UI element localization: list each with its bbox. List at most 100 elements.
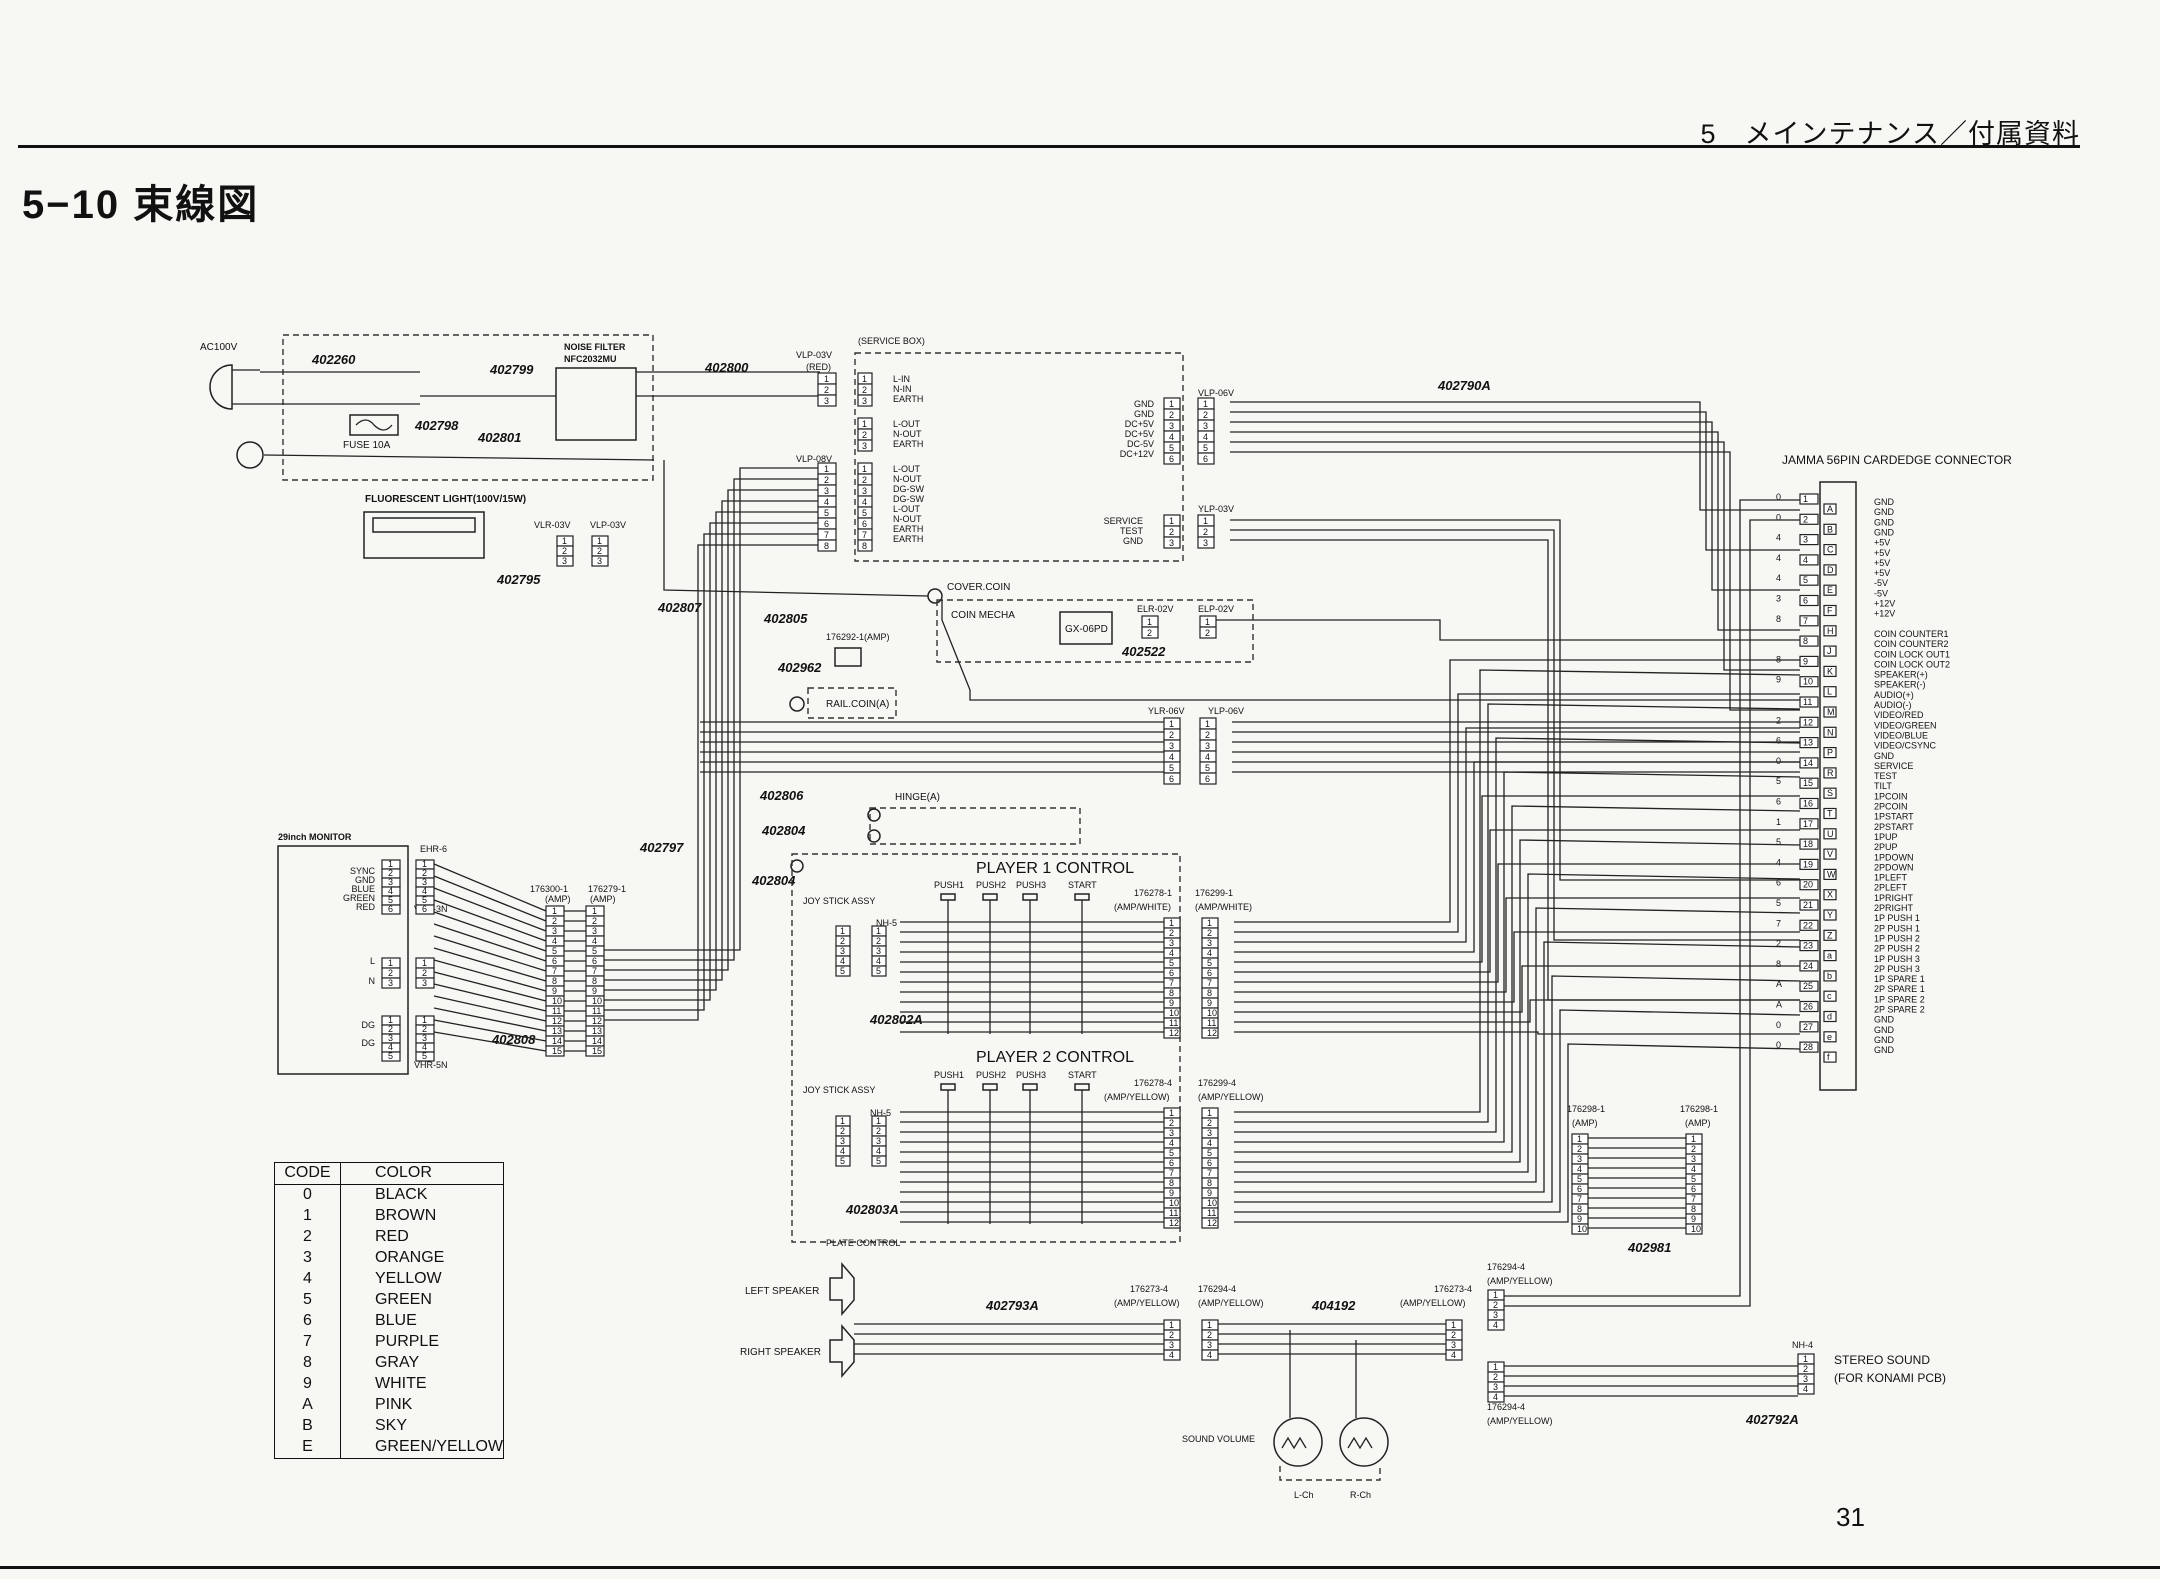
jamma-pin-26: 26 — [1803, 1002, 1813, 1012]
svg-text:6: 6 — [824, 519, 829, 529]
svg-text:4: 4 — [422, 1042, 427, 1052]
svg-text:3: 3 — [1203, 538, 1208, 548]
jamma-pin-a: a — [1827, 951, 1832, 961]
dc-1: GND — [1134, 409, 1155, 419]
svg-text:3: 3 — [388, 978, 393, 988]
svc-g2-0: L-OUT — [893, 419, 921, 429]
ampyellow-e: (AMP/YELLOW) — [1400, 1298, 1466, 1308]
noise-filter-box — [555, 367, 637, 441]
mon-p3-0: DG — [362, 1020, 376, 1030]
svg-text:4: 4 — [1207, 1138, 1212, 1148]
joy-label-1: JOY STICK ASSY — [803, 896, 875, 906]
jamma-wire-16: 6 — [1776, 797, 1781, 807]
coin-section: 402807 COVER.COIN COIN MECHA GX-06PD ELR… — [657, 582, 1254, 888]
jamma-signal-24: VIDEO/CSYNC — [1874, 741, 1937, 751]
svg-text:3: 3 — [840, 946, 845, 956]
svg-text:2: 2 — [1203, 527, 1208, 537]
p2-btns-label-0: PUSH1 — [934, 1070, 964, 1080]
hinge-box — [869, 807, 1081, 845]
svg-text:6: 6 — [552, 956, 557, 966]
svg-text:1: 1 — [1803, 1354, 1808, 1364]
svg-text:4: 4 — [1451, 1350, 1456, 1360]
svg-text:6: 6 — [388, 904, 393, 914]
jamma-pin-F: F — [1827, 606, 1833, 616]
jamma-signal-41: 1P PUSH 1 — [1874, 913, 1920, 923]
legend-code: 7 — [274, 1332, 341, 1353]
svg-text:11: 11 — [592, 1006, 601, 1016]
jamma-signal-27: TEST — [1874, 771, 1898, 781]
svg-text:9: 9 — [1691, 1214, 1696, 1224]
mon-p2-1: N — [369, 976, 376, 986]
svg-text:3: 3 — [1169, 421, 1174, 431]
monitor-pins-b: 123 — [381, 957, 401, 989]
pn-402260: 402260 — [311, 352, 356, 367]
svg-text:9: 9 — [592, 986, 597, 996]
svc-mid-connector: 123 — [857, 417, 873, 452]
svg-text:3: 3 — [1169, 1340, 1174, 1350]
pn-402797: 402797 — [639, 840, 684, 855]
svg-text:4: 4 — [422, 886, 427, 896]
jamma-pin-b: b — [1827, 971, 1832, 981]
svc-g3-0: L-OUT — [893, 464, 921, 474]
vlr03v-connector: 123 — [556, 535, 574, 567]
svg-text:3: 3 — [562, 556, 567, 566]
svg-text:4: 4 — [1691, 1164, 1696, 1174]
pn-402800: 402800 — [704, 360, 749, 375]
c176299-label: 176299-1 — [1195, 888, 1233, 898]
jamma-wire-23: 2 — [1776, 939, 1781, 949]
jamma-pin-28: 28 — [1803, 1042, 1813, 1052]
jamma-wire-19: 4 — [1776, 857, 1781, 867]
svg-text:4: 4 — [388, 1042, 393, 1052]
svg-text:8: 8 — [1169, 1178, 1174, 1188]
svg-text:1: 1 — [1147, 617, 1152, 627]
svg-text:4: 4 — [1803, 1384, 1808, 1394]
pn-402799: 402799 — [489, 362, 534, 377]
ylp03v-connector: 123 — [1197, 514, 1215, 549]
svg-text:15: 15 — [592, 1046, 602, 1056]
svg-text:1: 1 — [1169, 516, 1174, 526]
jamma-signal-6: +5V — [1874, 558, 1890, 568]
svg-text:11: 11 — [1207, 1208, 1216, 1218]
svg-text:4: 4 — [1169, 1138, 1174, 1148]
svg-text:4: 4 — [1205, 752, 1210, 762]
elp02v-connector: 12 — [1199, 615, 1217, 639]
svg-text:10: 10 — [592, 996, 602, 1006]
jamma-pin-W: W — [1827, 869, 1836, 879]
mon-p1-2: BLUE — [351, 884, 375, 894]
svg-text:3: 3 — [552, 926, 557, 936]
dc-5: DC+12V — [1120, 449, 1154, 459]
svg-text:5: 5 — [1203, 443, 1208, 453]
svg-text:2: 2 — [840, 936, 845, 946]
svg-text:3: 3 — [1169, 1128, 1174, 1138]
jamma-pin-2: 2 — [1803, 514, 1808, 524]
svg-text:1: 1 — [597, 536, 602, 546]
jamma-signal-49: 1P SPARE 2 — [1874, 994, 1925, 1004]
jamma-pin-25: 25 — [1803, 981, 1813, 991]
jamma-signal-26: SERVICE — [1874, 761, 1913, 771]
svg-text:4: 4 — [592, 936, 597, 946]
fuse-icon — [349, 414, 399, 436]
svg-text:4: 4 — [876, 956, 881, 966]
power-box-dashed — [282, 334, 654, 481]
left-speaker-icon — [829, 1261, 855, 1317]
jamma-signal-15: COIN LOCK OUT1 — [1874, 649, 1950, 659]
jamma-signal-28: TILT — [1874, 781, 1892, 791]
pn-402793a: 402793A — [985, 1298, 1039, 1313]
jamma-signal-3: GND — [1874, 527, 1895, 537]
pn-402803a: 402803A — [845, 1202, 899, 1217]
jamma-signal-54: GND — [1874, 1045, 1895, 1055]
svg-text:2: 2 — [1803, 1364, 1808, 1374]
svg-text:8: 8 — [1207, 988, 1212, 998]
svg-text:1: 1 — [862, 419, 867, 429]
svg-text:12: 12 — [1207, 1028, 1217, 1038]
